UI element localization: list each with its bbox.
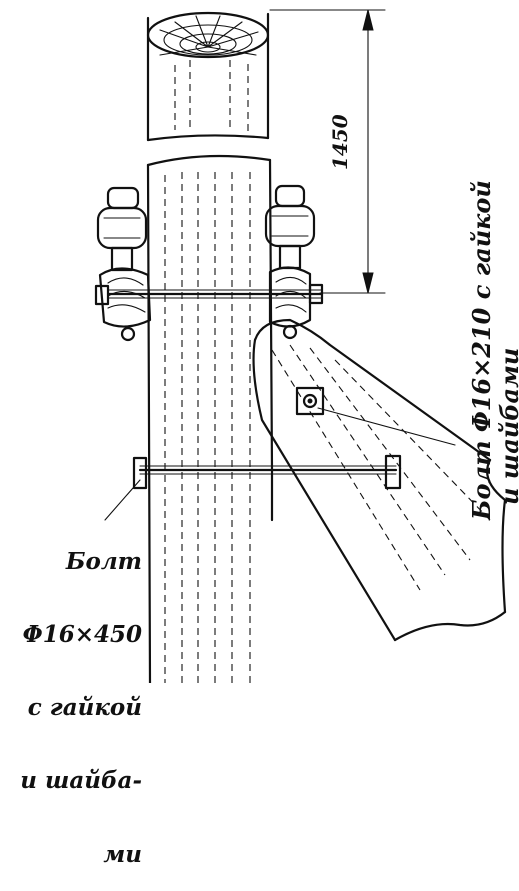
bolt-long-line1: Болт — [65, 548, 142, 575]
bolt-long-line3: с гайкой — [27, 694, 142, 722]
leader-lines — [104, 407, 456, 521]
lower-bolt — [132, 454, 402, 490]
upper-bolt — [106, 289, 324, 299]
left-insulator — [94, 186, 152, 342]
bolt-long-line5: ми — [103, 840, 142, 868]
main-pole — [146, 154, 274, 683]
pole-assembly-drawing — [94, 9, 507, 683]
diagram-canvas: 1450 Болт Φ16×210 с гайкой и шайбами Бол… — [20, 9, 519, 868]
right-insulator — [264, 184, 324, 340]
dimension-1450 — [269, 9, 386, 294]
bolt-long-label: Болт Φ16×450 с гайкой и шайба- ми — [12, 502, 142, 891]
dimension-label: 1450 — [328, 114, 352, 170]
bolt-short-label-line2: и шайбами — [495, 347, 519, 505]
bolt-long-line4: и шайба- — [20, 767, 142, 795]
bolt-short-label-line1: Болт Φ16×210 с гайкой — [467, 180, 496, 520]
diagonal-brace — [252, 318, 507, 642]
upper-pole — [146, 11, 270, 142]
bolt-long-line2: Φ16×450 — [22, 621, 142, 649]
